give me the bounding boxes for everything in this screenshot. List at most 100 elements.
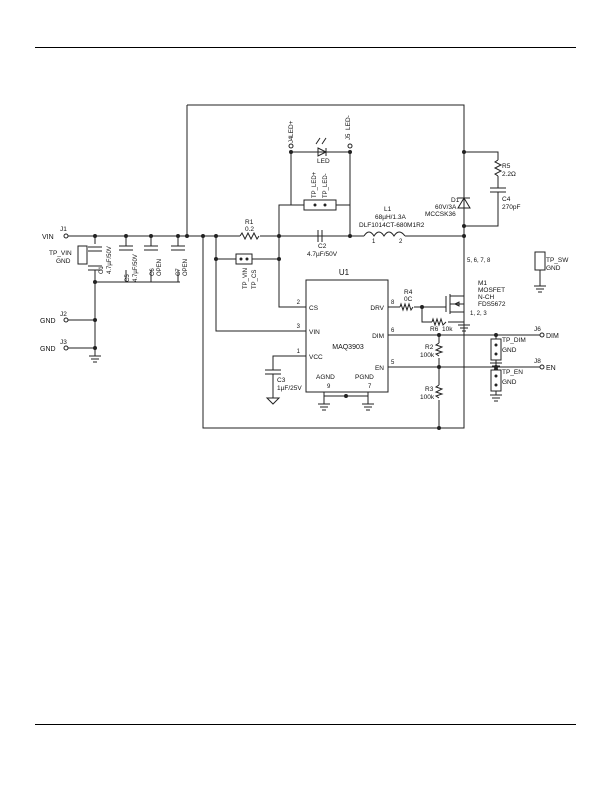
pin-vin-name: VIN xyxy=(309,329,320,336)
pin-drv-num: 8 xyxy=(391,300,395,306)
pin-agnd-name: AGND xyxy=(316,374,335,381)
pin-en-name: EN xyxy=(375,365,384,372)
c3-val: 1µF/25V xyxy=(277,385,302,392)
pin-pgnd-name: PGND xyxy=(355,374,374,381)
pin-drv-name: DRV xyxy=(370,305,384,312)
mosfet-m1: 5, 6, 7, 8 M1 MOSFET N-CH FDS5672 1, 2, … xyxy=(445,258,506,332)
tp-led-minus: TP_LED- xyxy=(323,173,329,198)
tp-led-plus: TP_LED+ xyxy=(312,171,318,198)
pin-dim-name: DIM xyxy=(372,333,384,340)
m1-source-pins: 1, 2, 3 xyxy=(470,311,487,317)
j1-label: J1 xyxy=(60,226,67,233)
l1-part: DLF1014CT-680M1R2 xyxy=(359,222,425,229)
tp-dim-label: TP_DIM xyxy=(502,337,526,344)
c6-ref: C6 xyxy=(150,268,156,276)
r2-val: 100k xyxy=(420,352,435,359)
gate-resistors: R4 0C R6 10k xyxy=(399,289,453,333)
junction-dots xyxy=(93,150,498,430)
r5-ref: R5 xyxy=(502,163,511,170)
d1-part: MCCSK36 xyxy=(425,211,456,218)
c4-ref: C4 xyxy=(502,196,511,203)
j8-label: J8 xyxy=(534,358,541,365)
pin-agnd-num: 9 xyxy=(327,384,331,390)
inductor-l1: L1 68µH/1.3A DLF1014CT-680M1R2 1 2 xyxy=(359,206,425,245)
header-rule xyxy=(35,47,576,48)
capacitor-c3: C3 1µF/25V xyxy=(265,369,302,405)
c5-val: 4.7µF/50V xyxy=(133,254,139,282)
l1-ref: L1 xyxy=(384,206,392,213)
r4-val: 0C xyxy=(404,296,413,303)
m1-channel: N-CH xyxy=(478,294,495,301)
r3-ref: R3 xyxy=(425,386,434,393)
pin-vcc-num: 1 xyxy=(297,349,301,355)
tp-vin2-label: TP_VIN xyxy=(243,268,249,289)
pin-cs-name: CS xyxy=(309,305,319,312)
c7-val: OPEN xyxy=(183,259,189,276)
tp-dim-gnd: GND xyxy=(502,347,517,354)
l1-p2: 2 xyxy=(399,239,403,245)
r1-ref: R1 xyxy=(245,219,254,226)
r1-val: 0.2 xyxy=(245,226,254,233)
m1-drain-pins: 5, 6, 7, 8 xyxy=(467,258,491,264)
pin-en-num: 5 xyxy=(391,360,395,366)
j5-label: J5 xyxy=(346,133,352,140)
footer-rule xyxy=(35,724,576,725)
d1-val: 60V/3A xyxy=(435,204,457,211)
dim-label: DIM xyxy=(546,333,559,340)
pin-pgnd-num: 7 xyxy=(368,384,372,390)
input-connectors: VIN J1 GND J2 GND J3 TP_VIN GND xyxy=(40,226,101,363)
tp-sw: TP_SW GND xyxy=(534,251,569,293)
gnd-j3-label: GND xyxy=(40,346,56,353)
m1-type: MOSFET xyxy=(478,287,505,294)
r6-ref: R6 xyxy=(430,326,439,333)
m1-ref: M1 xyxy=(478,280,487,287)
en-label: EN xyxy=(546,365,556,372)
tp-vin-label: TP_VIN xyxy=(49,250,72,257)
c3-ref: C3 xyxy=(277,377,286,384)
vin-label: VIN xyxy=(42,234,54,241)
c2-ref: C2 xyxy=(318,243,327,250)
j3-label: J3 xyxy=(60,339,67,346)
tp-en-label: TP_EN xyxy=(502,369,523,376)
u1-part: MAQ3903 xyxy=(332,344,364,351)
input-cap-bank: C1 4.7µF/50V C5 4.7µF/50V C6 OPEN C7 OPE… xyxy=(88,245,189,282)
pin-vcc-name: VCC xyxy=(309,354,323,361)
m1-part: FDS5672 xyxy=(478,301,506,308)
led-minus-label: LED- xyxy=(345,115,352,130)
c5-ref: C5 xyxy=(125,274,131,282)
r5-val: 2.2Ω xyxy=(502,171,516,178)
tp-vin-gnd-label: GND xyxy=(56,258,71,265)
l1-p1: 1 xyxy=(372,239,376,245)
led-label: LED xyxy=(317,158,330,165)
diode-d1: D1 60V/3A MCCSK36 xyxy=(425,152,471,226)
resistor-r1: R1 0.2 xyxy=(239,219,260,241)
pin-cs-num: 2 xyxy=(297,300,301,306)
snubber: R5 2.2Ω C4 270pF xyxy=(490,159,520,211)
c4-val: 270pF xyxy=(502,204,520,211)
ic-u1: U1 MAQ3903 CS 2 VIN 3 VCC 1 AGND 9 PGND … xyxy=(297,268,395,393)
c7-ref: C7 xyxy=(176,268,182,276)
dim-en-section: R2 100k R3 100k TP_DIM GND DIM J6 TP_EN … xyxy=(420,326,559,402)
c1-ref: C1 xyxy=(99,266,105,274)
tp-sw-gnd: GND xyxy=(546,265,561,272)
led-plus-label: LED+ xyxy=(288,120,295,137)
r4-ref: R4 xyxy=(404,289,413,296)
j6-label: J6 xyxy=(534,326,541,333)
c1-val: 4.7µF/50V xyxy=(107,246,113,274)
tp-sw-label: TP_SW xyxy=(546,257,569,264)
led-section: LED+ J4 LED- J5 LED TP_LED+ TP_LED- xyxy=(288,115,353,211)
u1-ref: U1 xyxy=(339,268,350,277)
j4-label: J4 xyxy=(289,136,295,143)
c2-val: 4.7µF/50V xyxy=(307,251,338,258)
tp-cs-label: TP_CS xyxy=(252,270,258,289)
pin-vin-num: 3 xyxy=(297,324,301,330)
j2-label: J2 xyxy=(60,311,67,318)
pin-dim-num: 6 xyxy=(391,328,395,334)
r2-ref: R2 xyxy=(425,344,434,351)
c6-val: OPEN xyxy=(157,259,163,276)
chip-grounds xyxy=(318,403,374,411)
gnd-j2-label: GND xyxy=(40,318,56,325)
tp-vin-cs: TP_VIN TP_CS xyxy=(235,253,258,289)
tp-en-gnd: GND xyxy=(502,379,517,386)
